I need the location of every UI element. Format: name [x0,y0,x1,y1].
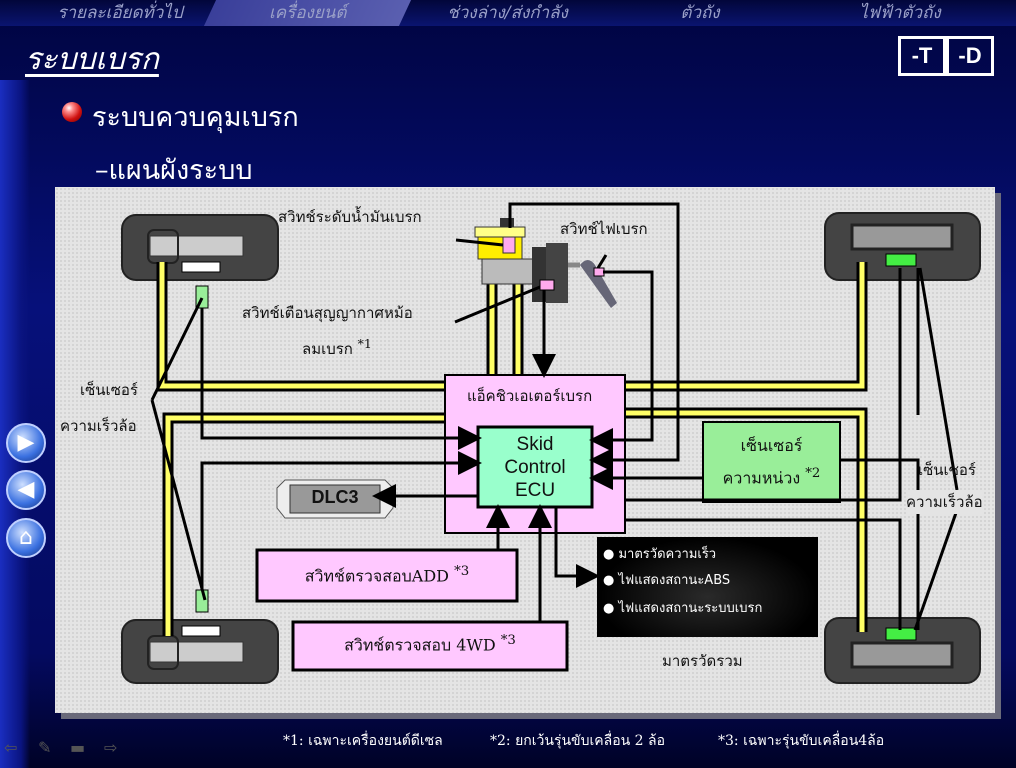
pen-icon[interactable]: ✎ [38,738,52,757]
ecu-line-3: ECU [514,480,556,501]
wheel-rear-left [121,619,279,684]
speed-sensor-right-1: เซ็นเซอร์ [918,461,976,479]
4wd-note: *3 [500,633,516,648]
4wd-switch-label: สวิทช์ตรวจสอบ 4WD *3 [293,633,567,658]
bullet-icon [62,102,82,122]
brake-lines [156,262,868,636]
footnote-2: *2: ยกเว้นรุ่นขับเคลื่อน 2 ล้อ [490,733,666,749]
meter-item-text: มาตรวัดความเร็ว [618,547,717,562]
actuator-label: แอ็คชิวเอเตอร์เบรก [467,387,593,405]
section-heading: ระบบควบคุมเบรก [92,102,299,133]
back-arrow-icon[interactable]: ⇦ [4,738,18,757]
tab-general[interactable]: รายละเอียดทั่วไป [57,3,183,23]
ecu-line-1: Skid [516,434,554,455]
tab-body-electrical[interactable]: ไฟฟ้าตัวถัง [859,3,941,23]
tab-body[interactable]: ตัวถัง [680,3,720,23]
menu-icon[interactable]: ▬ [70,738,86,757]
forward-arrow-icon[interactable]: ⇨ [104,738,118,757]
footnote-3: *3: เฉพาะรุ่นขับเคลื่อน4ล้อ [718,733,885,749]
sub-heading: –แผนผังระบบ [95,148,252,191]
speed-sensor-left-1: เซ็นเซอร์ [80,381,138,399]
meter-item-text: ไฟแสดงสถานะABS [618,573,731,588]
add-note: *3 [454,564,470,579]
vacuum-switch-label-2: ลมเบรก *1 [302,336,372,361]
home-button[interactable]: ⌂ [6,518,46,558]
speed-sensor-left-2: ความเร็วล้อ [60,417,137,435]
meter-label: มาตรวัดรวม [662,652,743,670]
next-slide-button[interactable]: ▶ [6,423,46,463]
wheel-front-left [121,214,279,281]
wheel-front-right [824,212,981,281]
stop-light-switch-label: สวิทช์ไฟเบรก [560,220,648,238]
wheel-rear-right [824,617,981,684]
decel-sensor-box [702,421,841,503]
speed-sensor-right-2: ความเร็วล้อ [906,490,983,514]
4wd-switch-box [291,620,569,672]
ecu-line-2: Control [504,457,566,478]
meter-item: ● มาตรวัดความเร็ว [603,547,717,562]
decel-line-1: เซ็นเซอร์ [740,436,803,455]
decel-sensor-label: เซ็นเซอร์ความหน่วง *2 [703,432,840,492]
add-switch-label: สวิทช์ตรวจสอบADD *3 [257,564,517,589]
fluid-level-switch-label: สวิทช์ระดับน้ำมันเบรก [278,208,422,226]
meter-item: ● ไฟแสดงสถานะระบบเบรก [603,601,763,616]
prev-slide-button[interactable]: ◀ [6,470,46,510]
footnote-1: *1: เฉพาะเครื่องยนต์ดีเซล [283,733,443,749]
top-nav: รายละเอียดทั่วไป เครื่องยนต์ ช่วงล่าง/ส่… [0,0,1016,26]
wires [150,202,959,631]
dash: – [95,155,109,186]
4wd-switch-text: สวิทช์ตรวจสอบ 4WD [344,635,496,655]
t-button[interactable]: -T [898,36,946,76]
sub-heading-text: แผนผังระบบ [108,155,253,186]
page-title: ระบบเบรก [25,42,159,77]
decel-note: *2 [805,466,821,481]
dlc3-label: DLC3 [311,487,359,507]
meter-item: ● ไฟแสดงสถานะABS [603,573,731,588]
d-button[interactable]: -D [946,36,994,76]
vacuum-note: *1 [357,336,372,351]
vacuum-label-text: ลมเบรก [302,340,353,358]
vacuum-switch-label-1: สวิทช์เตือนสุญญากาศหม้อ [242,304,413,322]
decel-line-2: ความหน่วง [722,468,801,488]
add-switch-text: สวิทช์ตรวจสอบADD [304,566,449,586]
meter-item-text: ไฟแสดงสถานะระบบเบรก [618,601,763,616]
tab-chassis[interactable]: ช่วงล่าง/ส่งกำลัง [447,3,568,23]
combination-meter: ● มาตรวัดความเร็ว ● ไฟแสดงสถานะABS ● ไฟแ… [597,537,818,637]
add-switch-box [255,548,519,603]
